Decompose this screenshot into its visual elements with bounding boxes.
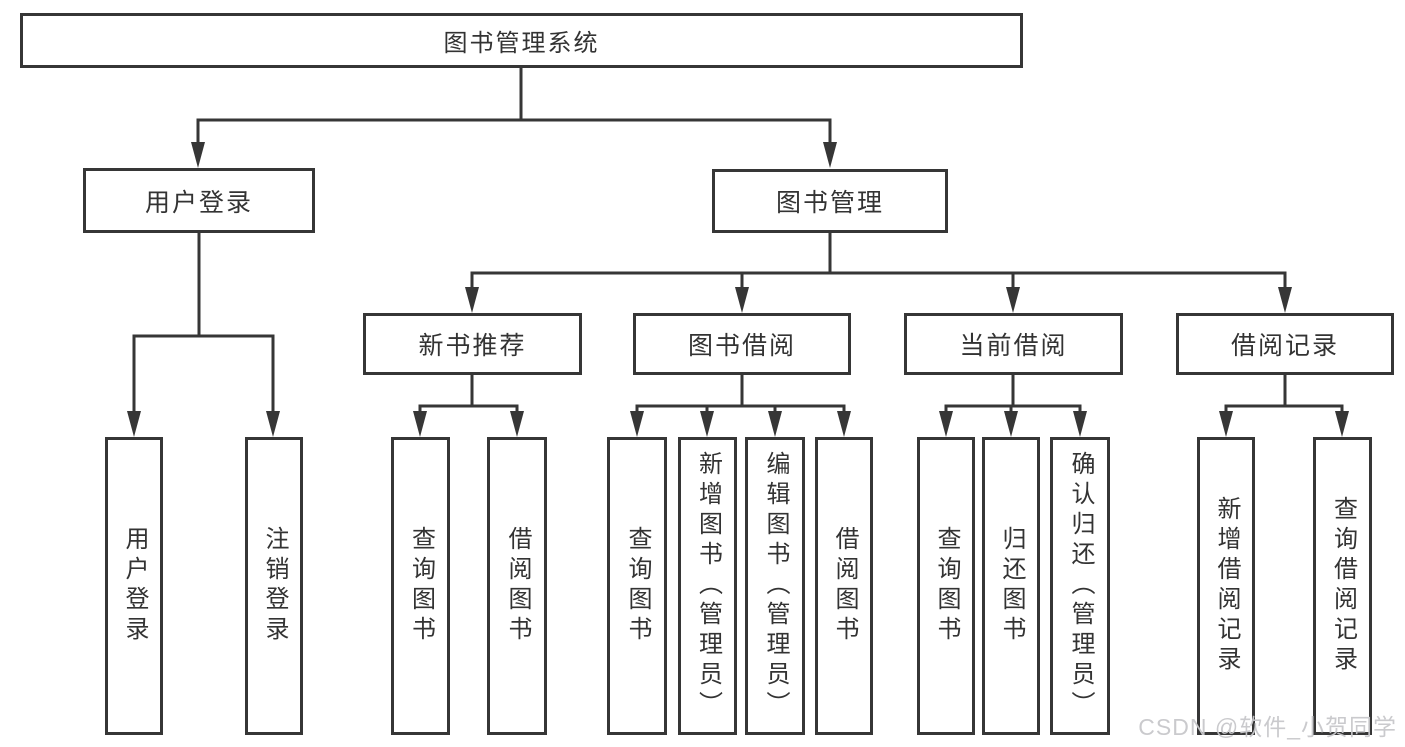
node-user-login: 用户登录 [83,168,315,233]
node-label: 图书借阅 [687,332,796,360]
arrowheads [127,142,1349,437]
leaf-label: 注销登录 [261,526,288,646]
node-label: 当前借阅 [959,332,1068,360]
node-new-book-recommend: 新书推荐 [363,313,582,375]
edge-borrow-record-to-leaves [1224,375,1344,415]
leaf-label: 查询图书 [407,526,435,646]
leaf-add-book-admin: 新增图书（管理员） [678,437,737,735]
leaf-confirm-return-admin: 确认归还（管理员） [1050,437,1110,735]
leaf-logout: 注销登录 [245,437,303,735]
leaf-query-book: 查询图书 [917,437,975,735]
leaf-label: 借阅图书 [831,526,858,646]
node-book-borrow: 图书借阅 [633,313,851,375]
node-label: 图书管理 [775,189,884,217]
leaf-query-book: 查询图书 [391,437,450,735]
leaf-query-borrow-record: 查询借阅记录 [1313,437,1372,735]
node-root: 图书管理系统 [20,13,1023,68]
leaf-label: 查询图书 [933,526,960,646]
edge-root-to-level1 [196,66,832,146]
leaf-label: 归还图书 [998,526,1025,646]
node-label: 用户登录 [144,188,253,217]
leaf-label: 确认归还（管理员） [1067,451,1094,721]
leaf-borrow-book: 借阅图书 [815,437,873,735]
node-label: 新书推荐 [418,332,527,360]
edge-book-borrow-to-leaves [635,375,846,415]
leaf-user-login: 用户登录 [105,437,163,735]
leaf-label: 编辑图书（管理员） [762,451,789,721]
leaf-label: 新增借阅记录 [1213,496,1240,676]
leaf-label: 查询图书 [624,526,651,646]
edge-user-login-to-leaves [132,233,275,415]
node-label: 图书管理系统 [443,30,600,57]
node-borrow-record: 借阅记录 [1176,313,1394,375]
edge-new-book-rec-to-leaves [418,375,519,415]
leaf-label: 借阅图书 [504,526,531,646]
leaf-label: 新增图书（管理员） [694,451,722,721]
leaf-label: 用户登录 [121,526,148,646]
edge-book-mgmt-to-level2 [470,233,1287,291]
leaf-return-book: 归还图书 [982,437,1040,735]
leaf-borrow-book: 借阅图书 [487,437,547,735]
edge-current-borrow-to-leaves [944,375,1082,415]
node-current-borrow: 当前借阅 [904,313,1123,375]
leaf-edit-book-admin: 编辑图书（管理员） [745,437,805,735]
leaf-add-borrow-record: 新增借阅记录 [1197,437,1255,735]
node-label: 借阅记录 [1230,332,1339,360]
node-book-mgmt: 图书管理 [712,169,948,233]
csdn-watermark: CSDN @软件_小贺同学 [1138,714,1397,740]
leaf-query-book: 查询图书 [607,437,667,735]
leaf-label: 查询借阅记录 [1329,496,1357,676]
